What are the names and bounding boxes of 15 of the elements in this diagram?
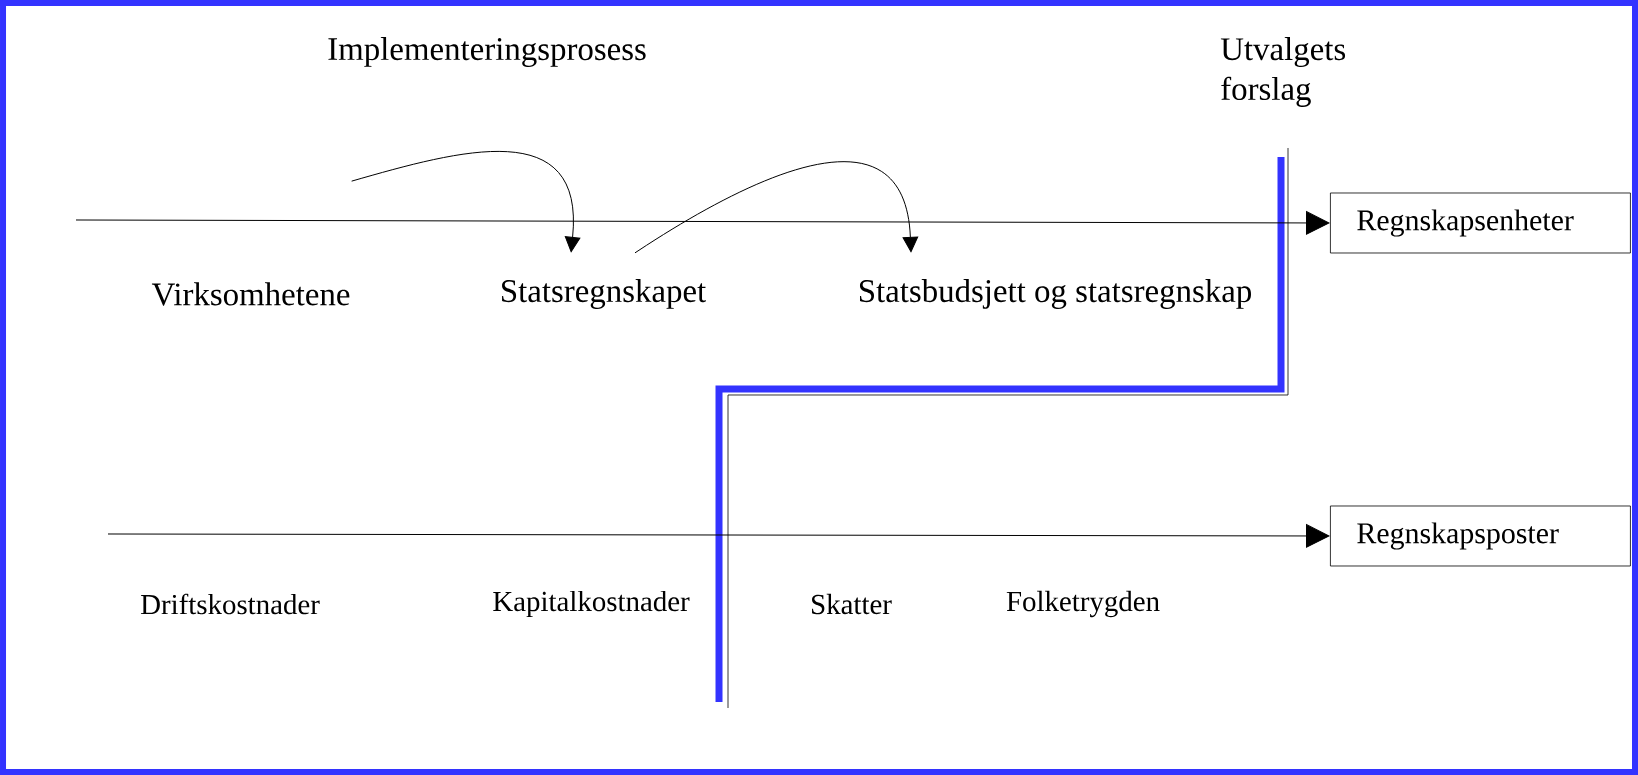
label-box: Regnskapsenheter: [1330, 192, 1631, 254]
stage-label: Statsregnskapet: [502, 279, 706, 309]
item-label: Driftskostnader: [141, 593, 320, 615]
arrow: [634, 161, 919, 254]
arrow: [107, 524, 1330, 548]
heading: Implementeringsprosess: [328, 37, 646, 67]
label-box: Regnskapsposter: [1330, 505, 1631, 567]
arrow: [351, 151, 581, 253]
stage-label: Virksomhetene: [151, 282, 350, 306]
arrow: [75, 211, 1330, 235]
heading: Utvalgets forslag: [1220, 37, 1346, 107]
item-label: Folketrygden: [1006, 590, 1160, 618]
item-label: Skatter: [812, 593, 892, 615]
stage-label: Statsbudsjett og statsregnskap: [859, 279, 1251, 309]
item-label: Kapitalkostnader: [493, 590, 690, 618]
